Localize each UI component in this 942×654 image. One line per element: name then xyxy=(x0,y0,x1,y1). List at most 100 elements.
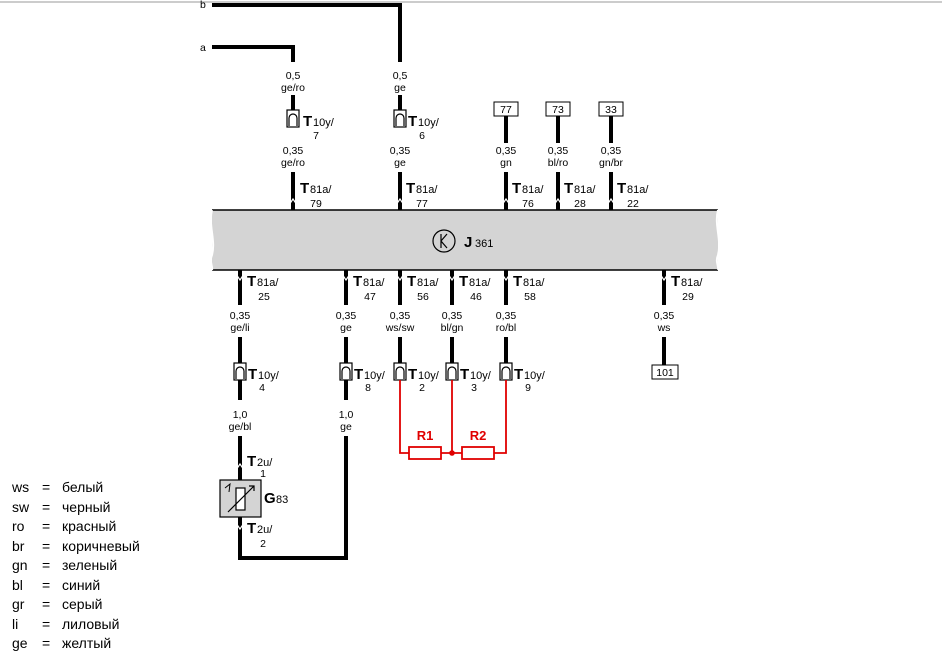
legend-row: bl=синий xyxy=(12,576,140,596)
legend-code: ge xyxy=(12,635,28,651)
svg-text:T: T xyxy=(460,366,469,383)
svg-text:T: T xyxy=(247,453,256,470)
wire-ref-b: b xyxy=(200,0,206,11)
svg-text:6: 6 xyxy=(419,130,425,142)
top-pin-28: 73 0,35 bl/ro T 81a/ 28 xyxy=(545,101,596,210)
svg-text:ge/bl: ge/bl xyxy=(229,421,252,433)
svg-text:4: 4 xyxy=(259,382,265,394)
svg-text:0,5: 0,5 xyxy=(393,70,408,82)
svg-text:bl/ro: bl/ro xyxy=(548,157,569,169)
legend-row: gr=серый xyxy=(12,595,140,615)
legend-code: ro xyxy=(12,518,25,534)
svg-text:T: T xyxy=(247,520,256,537)
legend-code: sw xyxy=(12,498,30,515)
svg-text:81a/: 81a/ xyxy=(523,277,545,289)
svg-text:10y/: 10y/ xyxy=(524,370,546,382)
svg-text:47: 47 xyxy=(364,291,376,303)
legend-code: bl xyxy=(12,576,23,593)
legend-code: li xyxy=(12,615,19,632)
svg-text:ge/li: ge/li xyxy=(230,322,249,334)
temperature-sensor-g83: G 83 T 2u/ 2 xyxy=(219,479,288,560)
svg-text:gn: gn xyxy=(500,157,512,169)
legend-color-name: синий xyxy=(62,576,101,593)
svg-text:T: T xyxy=(513,273,522,290)
svg-text:81a/: 81a/ xyxy=(627,184,649,196)
bottom-pin-29: T 81a/ 29 0,35 ws 101 xyxy=(651,270,703,380)
legend-color-name: черный xyxy=(62,498,111,515)
legend-code: gr xyxy=(12,596,25,612)
svg-text:81a/: 81a/ xyxy=(310,184,332,196)
connector-letter: T xyxy=(303,113,312,130)
bottom-pin-56: T 81a/ 56 0,35 ws/sw T 10y/ 2 xyxy=(385,270,440,394)
svg-text:T: T xyxy=(406,180,415,197)
bottom-pin-46: T 81a/ 46 0,35 bl/gn T 10y/ 3 xyxy=(441,270,492,394)
bottom-pin-47: T 81a/ 47 0,35 ge T 10y/ 8 1,0 ge xyxy=(336,270,386,433)
color-label: ge/ro xyxy=(281,82,305,94)
svg-text:28: 28 xyxy=(574,198,586,210)
svg-text:2u/: 2u/ xyxy=(257,457,273,469)
gauge-label: 0,5 xyxy=(286,70,301,82)
svg-text:T: T xyxy=(408,113,417,130)
svg-text:81a/: 81a/ xyxy=(574,184,596,196)
legend-row: sw = черный xyxy=(12,498,140,518)
legend-row: br=коричневый xyxy=(12,537,140,557)
svg-text:ro/bl: ro/bl xyxy=(496,322,516,334)
legend-row: li=лиловый xyxy=(12,615,140,635)
svg-text:0,35: 0,35 xyxy=(601,145,622,157)
bottom-pin-25: T 81a/ 25 0,35 ge/li T 10y/ 4 1,0 ge/bl … xyxy=(229,270,280,480)
legend-equals: = xyxy=(42,557,51,573)
junction-dot xyxy=(449,450,455,456)
legend-color-name: лиловый xyxy=(62,615,120,632)
legend-equals: = xyxy=(42,479,51,495)
svg-text:ge: ge xyxy=(394,157,406,169)
svg-text:T: T xyxy=(408,366,417,383)
legend-equals: = xyxy=(42,596,51,612)
diagnostic-k-icon xyxy=(432,229,456,253)
svg-text:46: 46 xyxy=(470,291,482,303)
svg-text:0,35: 0,35 xyxy=(390,145,411,157)
svg-text:0,35: 0,35 xyxy=(654,310,675,322)
svg-text:10y/: 10y/ xyxy=(364,370,386,382)
svg-text:3: 3 xyxy=(471,382,477,394)
resistor-network: R1 R2 xyxy=(399,380,507,460)
legend-code: ws xyxy=(12,479,30,495)
svg-text:T: T xyxy=(514,366,523,383)
svg-text:0,35: 0,35 xyxy=(230,310,251,322)
svg-text:77: 77 xyxy=(416,198,428,210)
svg-text:0,35: 0,35 xyxy=(390,310,411,322)
svg-text:81a/: 81a/ xyxy=(257,277,279,289)
svg-text:2u/: 2u/ xyxy=(257,524,273,536)
svg-text:56: 56 xyxy=(417,291,429,303)
svg-text:1,0: 1,0 xyxy=(339,409,354,421)
connector-icon xyxy=(393,109,407,128)
svg-text:77: 77 xyxy=(500,104,512,116)
svg-text:79: 79 xyxy=(310,198,322,210)
svg-text:2: 2 xyxy=(260,538,266,550)
svg-text:81a/: 81a/ xyxy=(417,277,439,289)
svg-text:0,35: 0,35 xyxy=(496,145,517,157)
reference-box xyxy=(651,364,679,380)
svg-text:10y/: 10y/ xyxy=(258,370,280,382)
svg-text:0,35: 0,35 xyxy=(496,310,517,322)
svg-text:T: T xyxy=(407,273,416,290)
svg-text:81a/: 81a/ xyxy=(681,277,703,289)
legend-color-name: зеленый xyxy=(62,557,118,573)
svg-text:81a/: 81a/ xyxy=(522,184,544,196)
svg-text:T: T xyxy=(459,273,468,290)
top-pin-77: 0,5 ge T 10y/ 6 0,35 ge T 81a/ 77 xyxy=(390,70,440,210)
color-label: ge/ro xyxy=(281,157,305,169)
svg-text:T: T xyxy=(353,273,362,290)
gauge-label: 0,35 xyxy=(283,145,304,157)
svg-text:ge: ge xyxy=(340,421,352,433)
svg-text:T: T xyxy=(617,180,626,197)
svg-text:8: 8 xyxy=(365,382,371,394)
svg-text:9: 9 xyxy=(525,382,531,394)
module-label: J xyxy=(464,234,472,251)
svg-text:10y/: 10y/ xyxy=(418,370,440,382)
legend-equals: = xyxy=(42,518,51,534)
legend-row: ro=красный xyxy=(12,517,140,537)
legend-equals: = xyxy=(42,498,51,515)
resistor-r1-label: R1 xyxy=(417,428,434,443)
svg-text:25: 25 xyxy=(258,291,270,303)
